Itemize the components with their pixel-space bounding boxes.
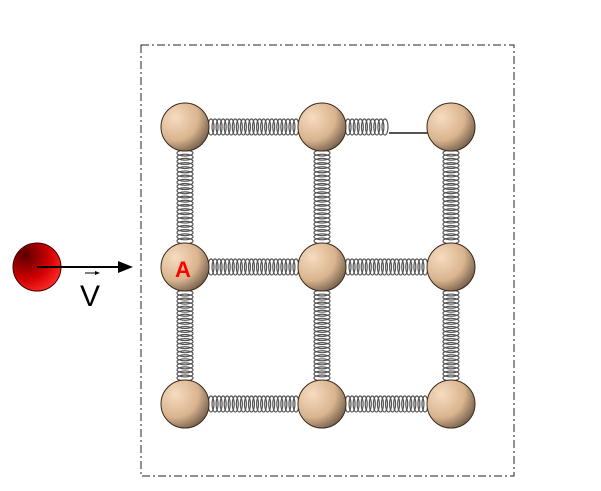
- spring: [344, 258, 429, 276]
- lattice-ball: [160, 379, 210, 429]
- lattice-ball: [297, 102, 347, 152]
- velocity-arrowhead: [118, 261, 133, 273]
- spring: [207, 395, 300, 413]
- springs: [176, 118, 460, 413]
- spring: [442, 289, 460, 382]
- spring: [176, 289, 194, 382]
- lattice-ball: [426, 242, 476, 292]
- balls: [160, 102, 476, 429]
- spring: [313, 149, 331, 245]
- ball-a: [160, 242, 210, 292]
- lattice-ball: [426, 102, 476, 152]
- spring: [313, 289, 331, 382]
- lattice-ball: [426, 379, 476, 429]
- spring: [176, 149, 194, 245]
- velocity-label: V: [80, 280, 100, 313]
- vector-symbol-head: [95, 271, 100, 275]
- lattice-ball: [297, 242, 347, 292]
- spring: [207, 118, 300, 136]
- spring: [344, 118, 429, 136]
- spring: [442, 149, 460, 245]
- spring: [207, 258, 300, 276]
- lattice-ball: [160, 102, 210, 152]
- ball-a-label: A: [175, 257, 191, 282]
- lattice-ball: [297, 379, 347, 429]
- system-boundary: [140, 44, 515, 477]
- spring: [344, 395, 429, 413]
